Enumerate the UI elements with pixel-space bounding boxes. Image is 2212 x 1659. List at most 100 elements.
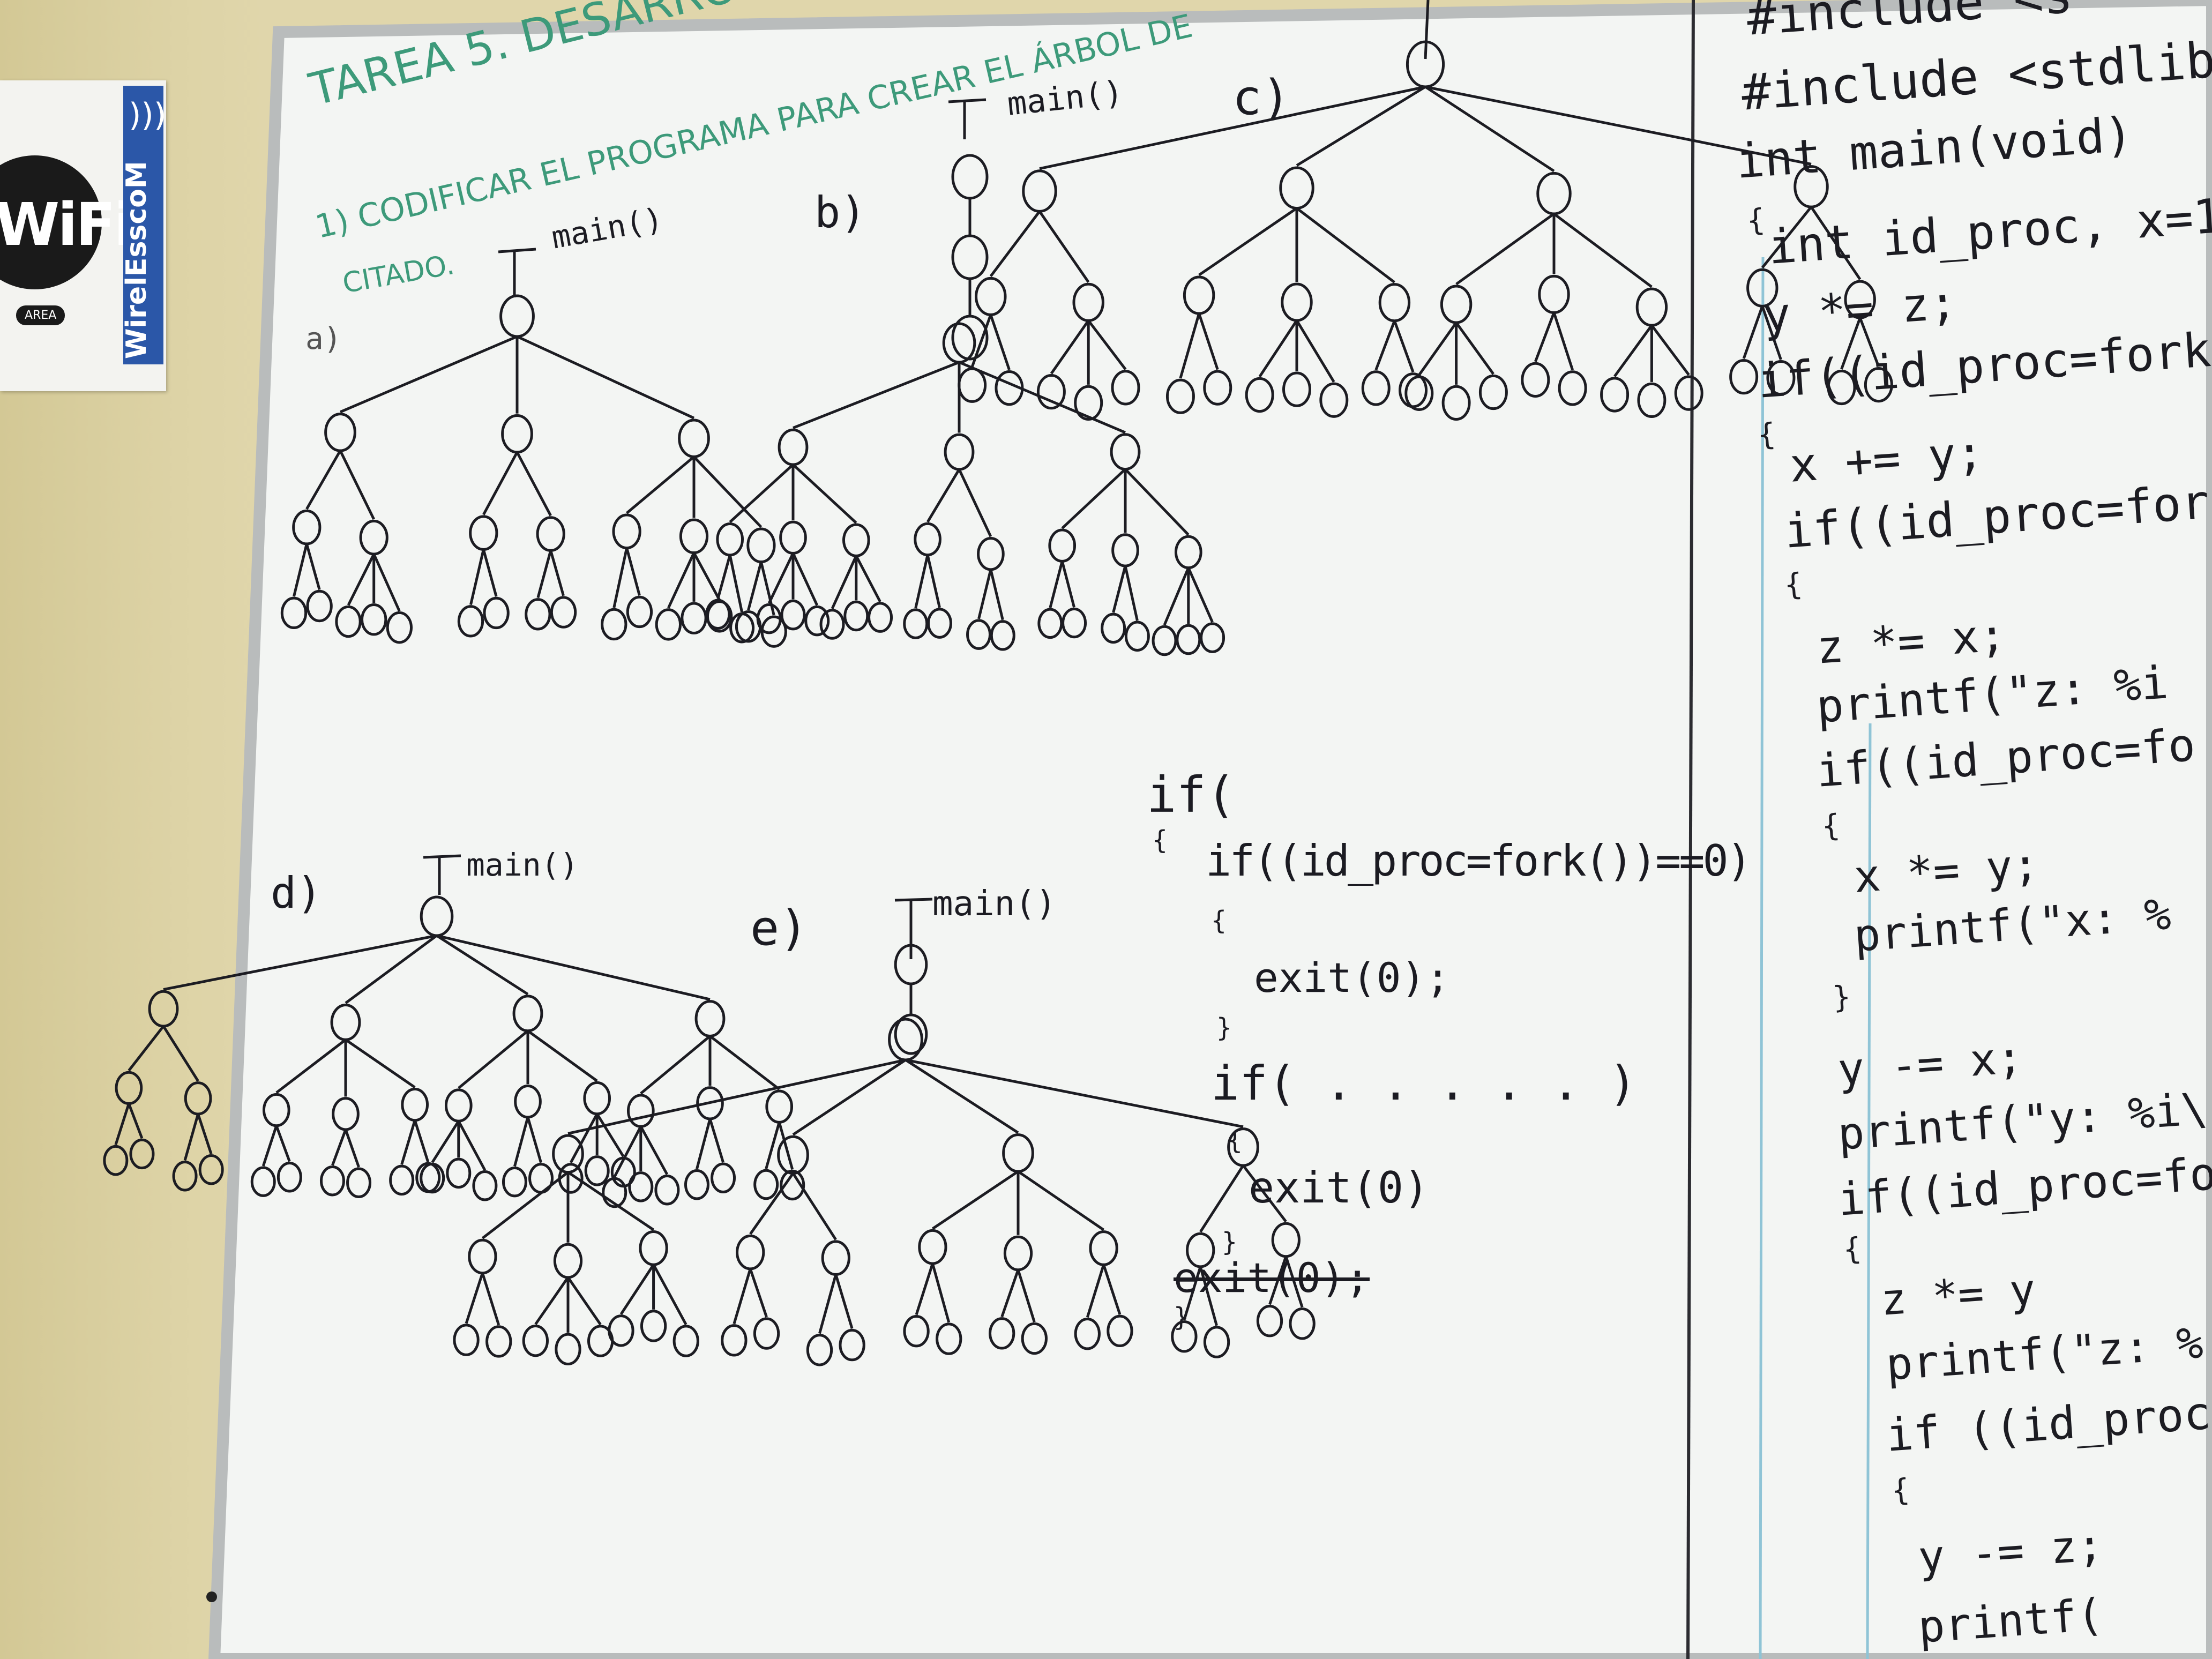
tree-b-node (779, 520, 807, 555)
tree-c-node (1441, 385, 1471, 421)
tree-b-edge (831, 555, 858, 609)
tree-c-edge (1424, 85, 1555, 173)
tree-d-edge (423, 854, 461, 859)
tree-b-node (778, 428, 809, 466)
tree-b-edge (716, 555, 731, 599)
tree-e-node (918, 1229, 947, 1265)
tree-c-node (1022, 169, 1057, 213)
tree-a-node (681, 602, 707, 634)
tree-d-node (346, 1167, 372, 1198)
tree-d-edge (345, 934, 438, 1004)
tree-b-edge (1124, 565, 1139, 621)
if-line-7: { (1227, 1125, 1243, 1155)
tree-b-edge (958, 468, 992, 537)
tree-a-edge (482, 451, 519, 515)
tree-d-edge (457, 1120, 487, 1171)
tree-d-node (389, 1164, 415, 1196)
tree-e-node (1203, 1326, 1230, 1358)
tree-c-node (1478, 374, 1508, 410)
tree-d-edge (436, 934, 711, 1001)
tree-d-edge (527, 1029, 598, 1082)
tree-c-node (975, 276, 1007, 316)
tree-b-edge (1187, 567, 1214, 623)
tree-b-label: b) (814, 188, 866, 237)
code-line: #include <stdlib. (1739, 29, 2212, 122)
tree-b-node (966, 619, 992, 650)
tree-e-edge (1017, 1170, 1105, 1231)
tree-e-node (989, 1317, 1015, 1350)
tree-b-node (1111, 533, 1139, 567)
tree-d-node (472, 1170, 498, 1201)
code-line: { (1745, 202, 1766, 238)
tree-c-edge (1552, 312, 1574, 371)
tree-c-edge (1424, 0, 1430, 59)
tree-c-edge (1179, 313, 1201, 379)
tree-e-edge (481, 1273, 500, 1326)
tree-d-edge (431, 1120, 460, 1163)
tree-c-edge (1374, 320, 1396, 371)
tree-c-node (1864, 367, 1893, 403)
tree-d-node (276, 1161, 302, 1193)
tree-a-edge (693, 455, 763, 528)
tree-d-node (446, 1157, 472, 1189)
tree-d-edge (275, 1125, 291, 1162)
tree-b-node (729, 612, 755, 644)
tree-a-edge (498, 248, 536, 253)
if-line-10: exit(0); (1174, 1254, 1370, 1302)
tree-e-node (839, 1328, 865, 1362)
tree-a-edge (305, 543, 321, 590)
tree-c-edge (1553, 213, 1653, 288)
tree-d-edge (526, 1117, 542, 1163)
tree-d-node (129, 1138, 155, 1170)
tree-c-node (995, 370, 1024, 406)
tree-d-node (103, 1145, 129, 1176)
tree-c-edge (1198, 313, 1219, 370)
tree-a-node (335, 605, 362, 638)
tree-b-node (1037, 608, 1063, 639)
code-line: printf("x: % (1852, 888, 2173, 962)
tree-b-node (1200, 622, 1225, 653)
tree-b-edge (729, 464, 794, 524)
tree-a-edge (515, 451, 552, 517)
tree-e-edge (619, 1264, 655, 1315)
code-line: z *= x; (1814, 608, 2008, 674)
tree-c-edge (1198, 207, 1298, 276)
tree-e-node (555, 1333, 581, 1366)
tree-d-node (583, 1081, 611, 1116)
tree-c-edge (1258, 319, 1298, 378)
code-line: y -= x; (1836, 1032, 2025, 1096)
code-line: { (1890, 1472, 1911, 1508)
tree-a-label: a) (305, 322, 342, 356)
tree-e-node (608, 1314, 634, 1347)
tree-c-node (1440, 285, 1473, 324)
tree-d-node (628, 1171, 654, 1202)
tree-e-node (721, 1324, 748, 1357)
if-line-9: } (1222, 1227, 1237, 1257)
tree-e-edge (834, 1274, 854, 1329)
tree-e-edge (915, 1263, 934, 1316)
tree-c-node (1827, 369, 1856, 406)
tree-d-edge (640, 1035, 711, 1095)
tree-b-node (1124, 621, 1150, 652)
tree-c-edge (1418, 322, 1458, 376)
code-line: if((id_proc=fo (1814, 718, 2197, 797)
tree-d-edge (261, 1125, 278, 1167)
tree-d-node (654, 1174, 680, 1206)
tree-a-edge (305, 450, 342, 510)
tree-b-edge (793, 361, 960, 429)
tree-e-edge (931, 1263, 951, 1323)
tree-a-edge (372, 553, 401, 612)
tree-e-edge (818, 1274, 838, 1334)
wifi-poster: WiFi AREA ))) WirelEsscoM (0, 80, 166, 391)
code-line: printf( (1916, 1589, 2105, 1653)
tree-c-node (1404, 375, 1434, 411)
tree-c-node (1183, 275, 1215, 315)
tree-c-node (1766, 360, 1796, 396)
tree-b-node (804, 605, 830, 637)
tree-a-node (601, 608, 627, 641)
tree-b-node (716, 522, 744, 557)
tree-d-node (330, 1004, 361, 1041)
code-line: { (1820, 808, 1841, 844)
tree-d-node (753, 1169, 779, 1200)
tree-b-edge (1060, 561, 1076, 608)
